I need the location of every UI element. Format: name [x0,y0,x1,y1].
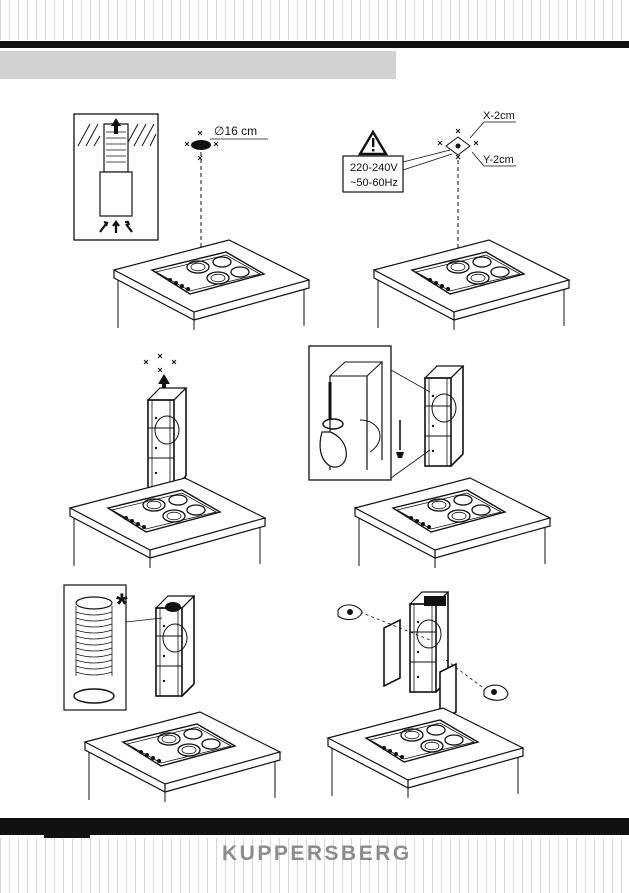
duct-diameter-label: ∅16 cm [214,124,257,138]
offset-y-label: Y-2cm [483,154,514,166]
offset-x-label: X-2cm [483,110,515,122]
frequency-label: ~50-60Hz [350,177,398,189]
step1-ceiling-duct-diagram: ∅16 cm [74,114,309,330]
step6-side-panels [328,592,523,798]
step5-flexible-duct: * [64,585,280,802]
brand-logo: KUPPERSBERG [222,842,412,866]
optional-asterisk: * [116,588,128,621]
step2-marking-diagram: 220-240V ~50-60Hz X-2cm Y-2cm [343,110,569,330]
step4-screw-fixing [309,346,550,568]
step3-frame-mounting [70,354,265,568]
footer-bar [0,818,629,835]
voltage-label: 220-240V [350,162,398,174]
